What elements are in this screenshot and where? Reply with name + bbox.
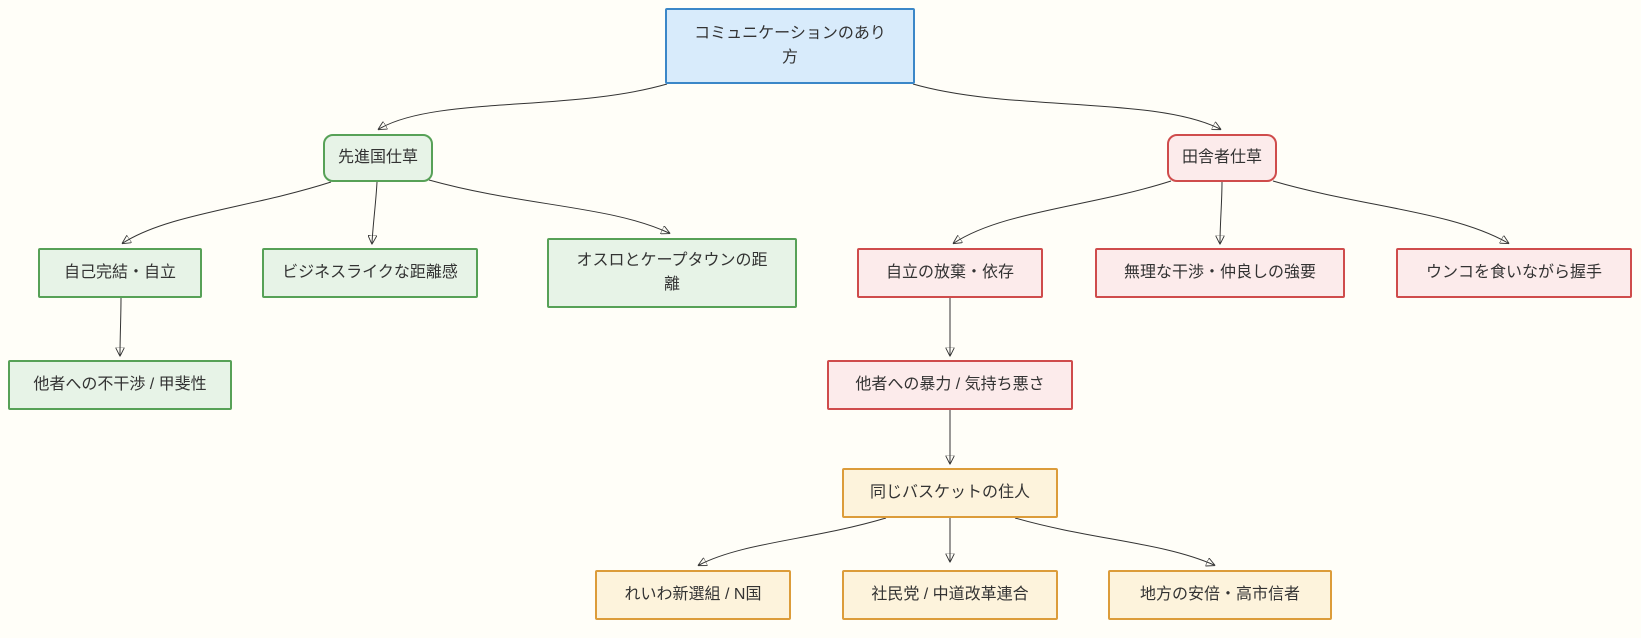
- node-label: 他者への暴力 / 気持ち悪さ: [855, 376, 1045, 393]
- node-forced-interference: 無理な干渉・仲良しの強要: [1095, 248, 1345, 298]
- node-label: 自立の放棄・依存: [885, 264, 1014, 281]
- node-self-contained: 自己完結・自立: [38, 248, 202, 298]
- edge-root-rural: [912, 83, 1220, 129]
- edge-advanced-oslo: [428, 179, 669, 233]
- node-label: 同じバスケットの住人: [869, 484, 1030, 501]
- node-label: 無理な干渉・仲良しの強要: [1123, 264, 1316, 281]
- edge-advanced-business: [372, 181, 378, 243]
- edge-basket-reiwa: [699, 517, 887, 565]
- node-label: 自己完結・自立: [63, 264, 176, 281]
- node-abandon-independence: 自立の放棄・依存: [857, 248, 1043, 298]
- node-label: れいわ新選組 / N国: [624, 586, 762, 603]
- edge-rural-poop: [1272, 180, 1508, 243]
- node-label: 先進国仕草: [337, 149, 418, 166]
- node-label: 田舎者仕草: [1181, 149, 1262, 166]
- node-same-basket: 同じバスケットの住人: [842, 468, 1058, 518]
- node-reiwa-nkoku: れいわ新選組 / N国: [595, 570, 791, 620]
- edge-root-advanced: [379, 83, 668, 129]
- node-local-abe-takaichi: 地方の安倍・高市信者: [1108, 570, 1332, 620]
- node-advanced-country-manner: 先進国仕草: [323, 134, 433, 182]
- node-poop-handshake: ウンコを食いながら握手: [1396, 248, 1632, 298]
- node-label: コミュニケーションのあり方: [694, 25, 886, 66]
- node-label: 地方の安倍・高市信者: [1139, 586, 1300, 603]
- node-oslo-capetown-distance: オスロとケープタウンの距離: [547, 238, 797, 308]
- node-label: 社民党 / 中道改革連合: [871, 586, 1029, 603]
- edge-rural-forced: [1220, 181, 1222, 243]
- node-label: ウンコを食いながら握手: [1425, 264, 1602, 281]
- node-violence-to-others: 他者への暴力 / 気持ち悪さ: [827, 360, 1073, 410]
- node-label: ビジネスライクな距離感: [282, 264, 458, 281]
- edge-advanced-self: [123, 181, 332, 243]
- node-rural-manner: 田舎者仕草: [1167, 134, 1277, 182]
- node-non-interference: 他者への不干渉 / 甲斐性: [8, 360, 232, 410]
- node-label: 他者への不干渉 / 甲斐性: [33, 376, 207, 393]
- node-businesslike-distance: ビジネスライクな距離感: [262, 248, 478, 298]
- edge-rural-depend: [954, 180, 1172, 243]
- edge-basket-localabe: [1014, 517, 1214, 565]
- node-label: オスロとケープタウンの距離: [576, 252, 768, 293]
- node-communication-root: コミュニケーションのあり方: [665, 8, 915, 84]
- node-shaminto-chudokaikaku: 社民党 / 中道改革連合: [842, 570, 1058, 620]
- edge-self-noninterf: [120, 297, 121, 355]
